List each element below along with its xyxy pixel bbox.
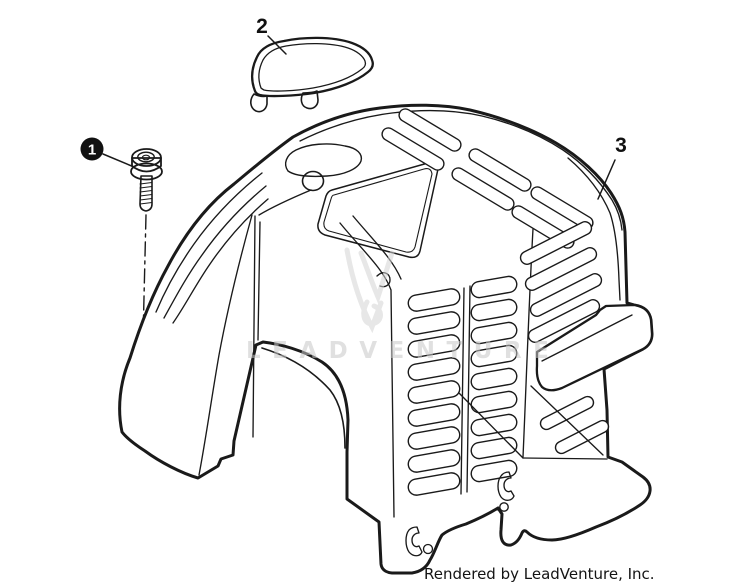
recessed-panel-inner <box>323 168 433 253</box>
callout-3-leader <box>597 159 616 200</box>
callout-1-label: 1 <box>88 142 96 159</box>
flange-top-edge <box>522 457 608 460</box>
foot-hole-right <box>499 502 509 512</box>
callout-2-leader <box>267 35 287 55</box>
interior-corner-line-2 <box>530 385 604 456</box>
front-face-crease-2 <box>352 215 402 280</box>
cap-inner-contour <box>258 42 367 92</box>
callout-2-label[interactable]: 2 <box>256 15 268 38</box>
front-corner-edge-b <box>257 221 261 341</box>
front-face-crease <box>339 222 395 518</box>
interior-corner-line-1 <box>458 392 524 459</box>
arch-inner-line <box>261 347 346 449</box>
leg-crease-line <box>198 214 253 476</box>
footer-attribution: Rendered by LeadVenture, Inc. <box>424 565 655 583</box>
callout-3-label[interactable]: 3 <box>615 134 627 157</box>
bolt-shank <box>139 175 153 212</box>
top-vent-slots <box>381 108 594 249</box>
callout-1[interactable]: 1 <box>80 137 135 168</box>
side-shelf-tab <box>535 303 654 392</box>
watermark-text: LEADVENTURE <box>246 338 560 364</box>
engine-cover-part-drawing <box>118 103 654 575</box>
cap-outline <box>251 36 374 98</box>
right-face-vent-slots <box>519 221 610 455</box>
shroud-contour-2 <box>163 185 267 319</box>
shroud-contour-1 <box>155 172 263 313</box>
top-band-inner-line <box>299 109 623 231</box>
bolt-head-top <box>131 148 162 167</box>
bolt-hole <box>301 170 325 192</box>
top-pad <box>284 143 363 178</box>
callout-3[interactable]: 3 <box>597 134 627 200</box>
shroud-contour-3 <box>172 198 269 324</box>
foot-hole-left <box>422 543 434 555</box>
top-face-crease <box>258 189 312 216</box>
watermark: LEADVENTURE <box>246 247 560 364</box>
callout-1-badge[interactable] <box>80 137 104 161</box>
engine-cover-outline <box>118 103 654 575</box>
foot-slot-right <box>497 471 515 501</box>
rope-guide-detail <box>376 272 391 288</box>
cap-tab-left <box>250 93 268 113</box>
bolt-flange <box>130 162 163 181</box>
leadventure-flame-v-icon <box>344 247 395 334</box>
right-face-inner-corner-line <box>567 157 621 301</box>
bolt-part-drawing <box>130 148 163 319</box>
bolt-socket <box>137 151 155 163</box>
bolt-threads <box>139 182 153 205</box>
cover-cap-part-drawing <box>250 36 374 113</box>
bolt-centerline <box>142 214 147 319</box>
front-vent-grid <box>407 275 518 496</box>
side-shelf-thickness-line <box>541 314 633 362</box>
bolt-socket-center <box>141 154 151 161</box>
callout-1-leader <box>102 153 135 168</box>
cap-tab-middle <box>300 90 319 110</box>
foot-slot-left <box>405 526 423 557</box>
front-corner-edge-a <box>252 215 256 438</box>
callout-2[interactable]: 2 <box>256 15 287 55</box>
